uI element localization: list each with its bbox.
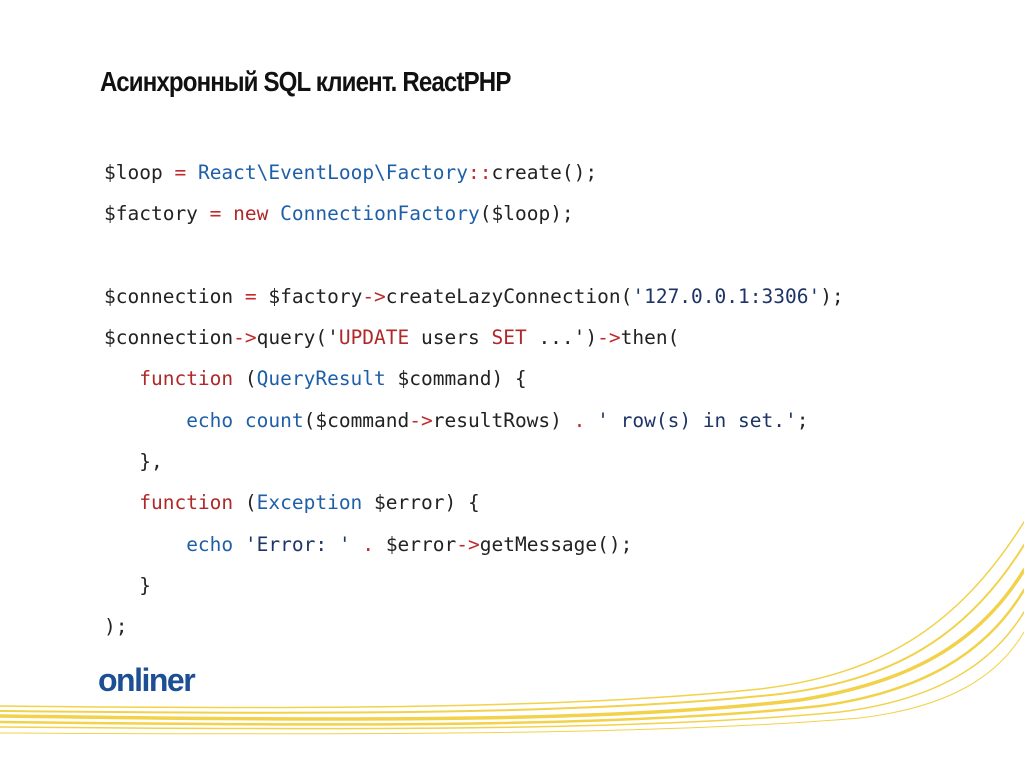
code-line-9: function (Exception $error) { bbox=[104, 482, 844, 523]
code-token bbox=[233, 285, 245, 308]
code-token bbox=[104, 491, 139, 514]
code-token bbox=[104, 450, 139, 473]
code-token bbox=[221, 202, 233, 225]
code-line-8: }, bbox=[104, 441, 844, 482]
code-line-11: } bbox=[104, 565, 844, 606]
code-token: $error) { bbox=[362, 491, 480, 515]
code-line-7: echo count($command->resultRows) . ' row… bbox=[104, 400, 844, 441]
code-token: count bbox=[244, 408, 304, 432]
code-token: = bbox=[209, 202, 222, 226]
code-token: resultRows) bbox=[432, 408, 574, 432]
code-token: echo bbox=[186, 532, 234, 556]
code-token: Exception bbox=[256, 491, 363, 515]
code-token bbox=[198, 202, 210, 225]
code-token bbox=[163, 161, 175, 184]
code-token: ' bbox=[327, 326, 339, 350]
code-token: users bbox=[409, 326, 492, 350]
code-line-1: $loop = React\EventLoop\Factory::create(… bbox=[104, 152, 844, 193]
code-token bbox=[268, 202, 280, 225]
code-token: ( bbox=[233, 491, 257, 515]
code-token: ...' bbox=[526, 326, 586, 350]
code-token: . bbox=[362, 532, 375, 556]
code-token bbox=[186, 161, 198, 184]
code-token bbox=[257, 285, 269, 308]
onliner-logo: onliner bbox=[98, 662, 196, 698]
code-token bbox=[351, 533, 363, 556]
code-token: } bbox=[139, 573, 151, 597]
code-token: React\EventLoop\Factory bbox=[197, 161, 468, 184]
code-token: then( bbox=[620, 326, 680, 350]
code-line-6: function (QueryResult $command) { bbox=[104, 358, 844, 399]
code-line-2: $factory = new ConnectionFactory($loop); bbox=[104, 193, 844, 234]
code-token: getMessage(); bbox=[479, 532, 633, 556]
code-token: ($command bbox=[303, 408, 410, 432]
code-block: $loop = React\EventLoop\Factory::create(… bbox=[104, 152, 844, 648]
code-token: echo bbox=[186, 408, 234, 432]
code-token: $connection bbox=[104, 284, 234, 308]
code-token: $error bbox=[374, 532, 457, 556]
code-token: ($loop); bbox=[479, 202, 574, 226]
code-token: = bbox=[244, 284, 257, 308]
code-token: ; bbox=[796, 408, 809, 432]
code-token: ConnectionFactory bbox=[280, 202, 480, 226]
code-line-10: echo 'Error: ' . $error->getMessage(); bbox=[104, 524, 844, 565]
code-token bbox=[585, 409, 597, 432]
code-token: -> bbox=[456, 532, 480, 556]
slide-title: Асинхронный SQL клиент. ReactPHP bbox=[100, 66, 511, 97]
code-token: $factory bbox=[104, 202, 198, 226]
code-token: -> bbox=[362, 284, 386, 308]
code-token: $connection bbox=[104, 326, 234, 350]
code-token: $loop bbox=[104, 161, 163, 184]
code-token: new bbox=[233, 202, 269, 226]
code-line-5: $connection->query('UPDATE users SET ...… bbox=[104, 317, 844, 358]
code-token bbox=[104, 409, 186, 432]
code-token: 'Error: ' bbox=[244, 532, 351, 556]
code-token: -> bbox=[233, 326, 257, 350]
code-token bbox=[104, 367, 139, 390]
code-token: createLazyConnection( bbox=[385, 284, 633, 308]
code-token: ' row(s) in set.' bbox=[597, 408, 797, 432]
code-token: function bbox=[139, 491, 234, 515]
code-token: function bbox=[139, 367, 234, 391]
code-token: ); bbox=[820, 284, 844, 308]
code-token bbox=[104, 574, 139, 597]
code-token: $command) { bbox=[385, 367, 527, 391]
code-token: ) bbox=[585, 326, 598, 350]
code-line-12: ); bbox=[104, 606, 844, 647]
code-token bbox=[104, 533, 186, 556]
code-token: -> bbox=[409, 408, 433, 432]
code-token: . bbox=[573, 408, 586, 432]
code-token: create(); bbox=[491, 161, 598, 184]
code-token: ); bbox=[104, 615, 128, 639]
code-token: QueryResult bbox=[256, 367, 386, 391]
code-token: '127.0.0.1:3306' bbox=[632, 284, 821, 308]
code-line-4: $connection = $factory->createLazyConnec… bbox=[104, 276, 844, 317]
code-token: $factory bbox=[268, 284, 363, 308]
code-token bbox=[233, 533, 245, 556]
code-token: UPDATE bbox=[338, 326, 410, 350]
code-token: :: bbox=[467, 161, 492, 184]
code-token: = bbox=[174, 161, 187, 184]
code-token: query( bbox=[256, 326, 328, 350]
code-token: -> bbox=[597, 326, 621, 350]
code-token bbox=[233, 409, 245, 432]
code-line-3 bbox=[104, 235, 844, 276]
code-token: }, bbox=[139, 450, 163, 474]
code-token: ( bbox=[233, 367, 257, 391]
code-token: SET bbox=[491, 326, 527, 350]
